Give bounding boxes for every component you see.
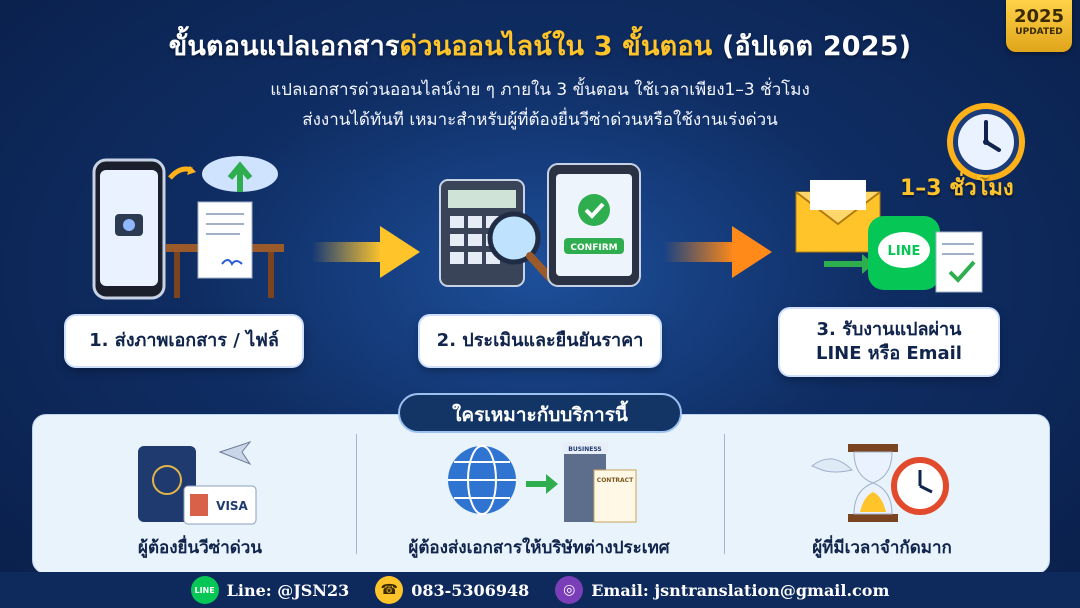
turnaround-label: 1–3 ชั่วโมง [900, 176, 1014, 201]
price-estimate-illustration: CONFIRM [439, 163, 641, 287]
globe-icon: ◎ [555, 576, 584, 604]
phone-icon: ☎ [375, 576, 404, 604]
arrow-right-icon [312, 226, 420, 278]
delivery-illustration: LINE [795, 180, 983, 293]
arrow-right-icon [664, 226, 772, 278]
line-logo-text: LINE [888, 244, 921, 259]
visa-card-text: VISA [216, 499, 248, 513]
divider [356, 434, 357, 554]
global-business-icon: BUSINESS CONTRACT [448, 442, 637, 523]
step-3-box: 3. รับงานแปลผ่าน LINE หรือ Email [780, 309, 998, 375]
phone-contact[interactable]: ☎ 083-5306948 [375, 576, 529, 604]
step-2-box: 2. ประเมินและยืนยันราคา [420, 316, 660, 366]
audience-title: ใครเหมาะกับบริการนี้ [398, 393, 682, 433]
upload-document-illustration [92, 156, 284, 300]
step-1-box: 1. ส่งภาพเอกสาร / ไฟล์ [66, 316, 302, 366]
business-sign-text: BUSINESS [568, 446, 602, 453]
email-contact[interactable]: ◎ Email: jsntranslation@gmail.com [555, 576, 889, 604]
passport-visa-icon: VISA [138, 440, 257, 525]
clock-icon [947, 103, 1025, 181]
page-title: ขั้นตอนแปลเอกสารด่วนออนไลน์ใน 3 ขั้นตอน … [168, 31, 912, 62]
line-contact[interactable]: LINE Line: @JSN23 [190, 576, 349, 604]
divider [724, 434, 725, 554]
subtitle-line-2: ส่งงานได้ทันที เหมาะสำหรับผู้ที่ต้องยื่น… [302, 110, 778, 130]
contract-doc-text: CONTRACT [597, 477, 634, 484]
line-icon: LINE [190, 576, 219, 604]
title-highlight: ด่วนออนไลน์ใน 3 ขั้นตอน [399, 31, 713, 62]
contact-footer: LINE Line: @JSN23 ☎ 083-5306948 ◎ Email:… [0, 572, 1080, 608]
audience-label-limited-time: ผู้ที่มีเวลาจำกัดมาก [812, 538, 952, 558]
hourglass-alarm-icon [811, 444, 949, 522]
subtitle-line-1: แปลเอกสารด่วนออนไลน์ง่าย ๆ ภายใน 3 ขั้นต… [270, 80, 810, 100]
updated-badge: 2025 UPDATED [1006, 0, 1072, 52]
audience-label-foreign-company: ผู้ต้องส่งเอกสารให้บริษัทต่างประเทศ [408, 538, 670, 558]
audience-label-visa: ผู้ต้องยื่นวีซ่าด่วน [138, 538, 262, 558]
confirm-button-text: CONFIRM [570, 243, 617, 253]
